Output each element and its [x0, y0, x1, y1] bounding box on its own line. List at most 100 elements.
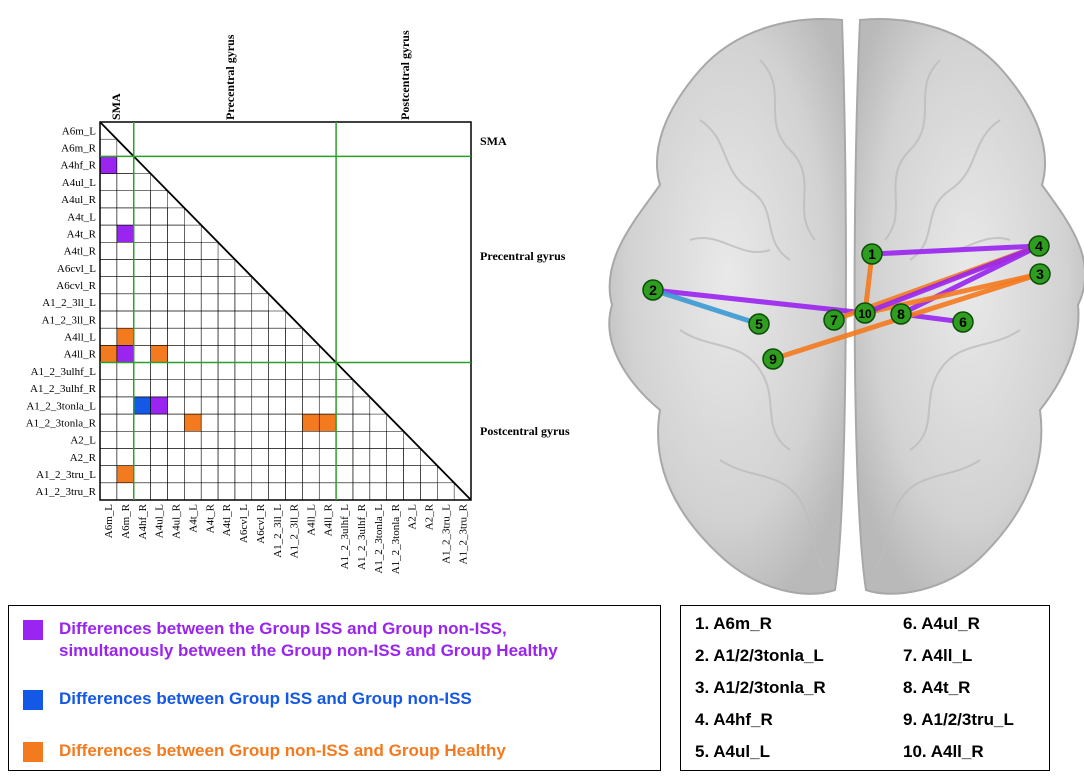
grid-cell [99, 310, 118, 329]
matrix-cell-orange [184, 414, 202, 432]
grid-cell [268, 465, 286, 484]
grid-cell [217, 345, 236, 363]
grid-cell [150, 448, 168, 466]
row-label: A6cvl_R [56, 280, 96, 292]
grid-cell [200, 310, 219, 329]
grid-cell [133, 362, 151, 380]
grid-cell [217, 293, 236, 312]
matrix-cell-orange [116, 465, 134, 483]
grid-cell [285, 327, 303, 346]
node-circle [1028, 235, 1050, 257]
grid-cell [285, 413, 303, 432]
grid-cell [133, 413, 151, 432]
grid-cell [99, 293, 118, 312]
grid-cell [150, 224, 168, 243]
grid-cell [133, 482, 151, 501]
grid-cell [318, 482, 337, 501]
grid-cell [184, 482, 202, 501]
grid-cell [200, 276, 219, 295]
matrix-cell-orange [116, 328, 134, 346]
grid-cell [234, 276, 253, 295]
node-key-entry: 4. A4hf_R [695, 710, 773, 729]
legend-text-blue: Differences between Group ISS and Group … [59, 689, 472, 708]
grid-cell [150, 259, 168, 277]
column-label: A4ll_R [322, 503, 334, 536]
grid-cell [234, 379, 253, 398]
grid-cell [369, 482, 387, 501]
node-circle [642, 279, 664, 301]
legend-item-blue: Differences between Group ISS and Group … [23, 688, 472, 710]
grid-cell [251, 362, 269, 380]
grid-cell [133, 431, 151, 449]
grid-cell [352, 482, 371, 501]
grid-cell [234, 448, 253, 466]
grid-cell [335, 413, 354, 432]
grid-cell [150, 431, 168, 449]
grid-cell [318, 465, 337, 484]
column-label: A1_2_3ulhf_R [356, 503, 368, 570]
region-label-postcentral-top: Postcentral gyrus [398, 30, 412, 120]
grid-cell [302, 396, 320, 415]
grid-cell [184, 224, 202, 243]
grid-cell [99, 431, 118, 449]
grid-cell [99, 207, 118, 226]
grid-cell [318, 396, 337, 415]
brain-node: 5 [748, 313, 770, 335]
node-key-entry: 6. A4ul_R [903, 614, 980, 633]
legend-item-purple: Differences between the Group ISS and Gr… [23, 618, 558, 662]
node-circle [823, 309, 845, 331]
grid-cell [302, 465, 320, 484]
grid-cell [167, 465, 185, 484]
grid-cell [184, 345, 202, 363]
grid-cell [251, 431, 269, 449]
grid-cell [335, 465, 354, 484]
row-label: A1_2_3tru_L [36, 469, 96, 481]
matrix-cell-orange [100, 345, 117, 363]
matrix-cells [100, 156, 337, 483]
column-label: A6cvl_L [238, 504, 250, 543]
grid-cell [133, 327, 151, 346]
grid-cell [234, 362, 253, 380]
grid-cell [184, 259, 202, 277]
grid-cell [116, 431, 134, 449]
grid-cell [116, 259, 134, 277]
grid-cell [184, 242, 202, 260]
grid-cell [369, 465, 387, 484]
node-number: 4 [1035, 238, 1043, 254]
grid-cell [99, 173, 118, 191]
grid-cell [217, 310, 236, 329]
node-number: 6 [959, 314, 967, 330]
matrix-cell-orange [302, 414, 320, 432]
brain-node: 10 [854, 302, 876, 324]
grid-cell [133, 448, 151, 466]
grid-cell [251, 413, 269, 432]
grid-cell [133, 379, 151, 398]
grid-cell [200, 431, 219, 449]
grid-cell [234, 482, 253, 501]
grid-cell [167, 345, 185, 363]
node-number: 7 [830, 312, 838, 328]
grid-cell [268, 345, 286, 363]
node-key-entry: 2. A1/2/3tonla_L [695, 646, 824, 665]
grid-cell [268, 413, 286, 432]
grid-cell [251, 482, 269, 501]
grid-cell [116, 293, 134, 312]
node-number: 10 [858, 307, 872, 321]
grid-cell [420, 482, 438, 501]
edge-purple [869, 243, 1042, 257]
region-label-sma-right: SMA [480, 134, 507, 148]
grid-cell [251, 379, 269, 398]
grid-cell [251, 327, 269, 346]
legend-item-orange: Differences between Group non-ISS and Gr… [23, 740, 506, 762]
grid-cell [167, 379, 185, 398]
grid-cell [184, 431, 202, 449]
row-label: A4ul_L [62, 177, 97, 189]
grid-cell [167, 224, 185, 243]
matrix-cell-purple [116, 345, 134, 363]
grid-cell [251, 345, 269, 363]
grid-cell [285, 362, 303, 380]
grid-cell [352, 448, 371, 466]
column-label: A1_2_3ll_L [272, 504, 284, 558]
brain-node: 6 [952, 311, 974, 333]
